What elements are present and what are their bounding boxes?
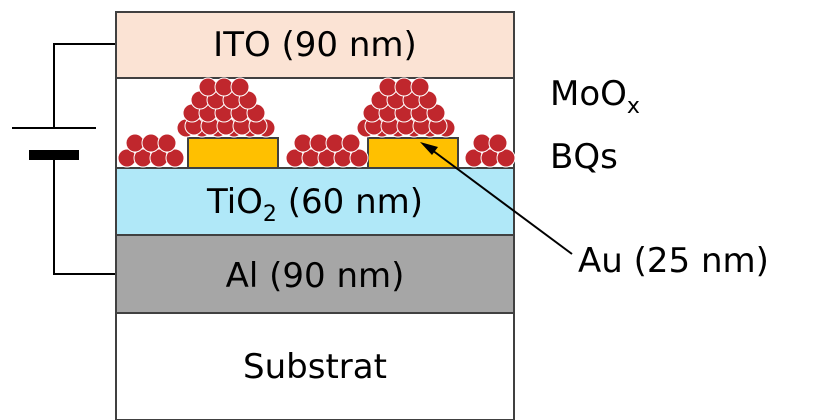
al-label: Al (90 nm) [226,256,405,296]
bq-dot [394,77,414,97]
bq-dots [117,77,516,168]
au-label: Au (25 nm) [578,241,769,281]
circuit [12,43,116,275]
bq-dot [214,77,234,97]
au-pointer-arrow [420,142,573,255]
bq-dot [325,133,345,153]
bq-dot [141,133,161,153]
au-electrode-left [187,137,279,169]
circuit-wire-bottom [53,160,116,275]
bq-dot [496,148,516,168]
tio2-layer [115,167,515,236]
bq-dot [472,133,492,153]
ito-label: ITO (90 nm) [213,25,417,65]
tio2-label: TiO2 (60 nm) [206,182,423,227]
bq-dot [488,133,508,153]
battery-negative-plate [29,150,79,160]
bqs-label: BQs [550,137,618,177]
al-layer [115,234,515,314]
au-pointer-line [431,149,573,255]
bq-dot [125,133,145,153]
substrate-layer [115,312,515,420]
bq-dot [157,133,177,153]
bq-dot [230,77,250,97]
bq-dot [309,133,329,153]
au-electrode-right [367,137,459,169]
substrate-label: Substrat [243,347,387,387]
bq-dot [378,77,398,97]
ito-layer [115,11,515,79]
circuit-wire-top [53,43,116,128]
bq-dot [293,133,313,153]
moox-label: MoOx [550,74,640,119]
bq-dot [349,148,369,168]
bq-dot [410,77,430,97]
au-pointer-head [420,142,438,155]
bq-dot [165,148,185,168]
bq-dot [198,77,218,97]
bq-dot [341,133,361,153]
au-electrodes [187,137,459,169]
